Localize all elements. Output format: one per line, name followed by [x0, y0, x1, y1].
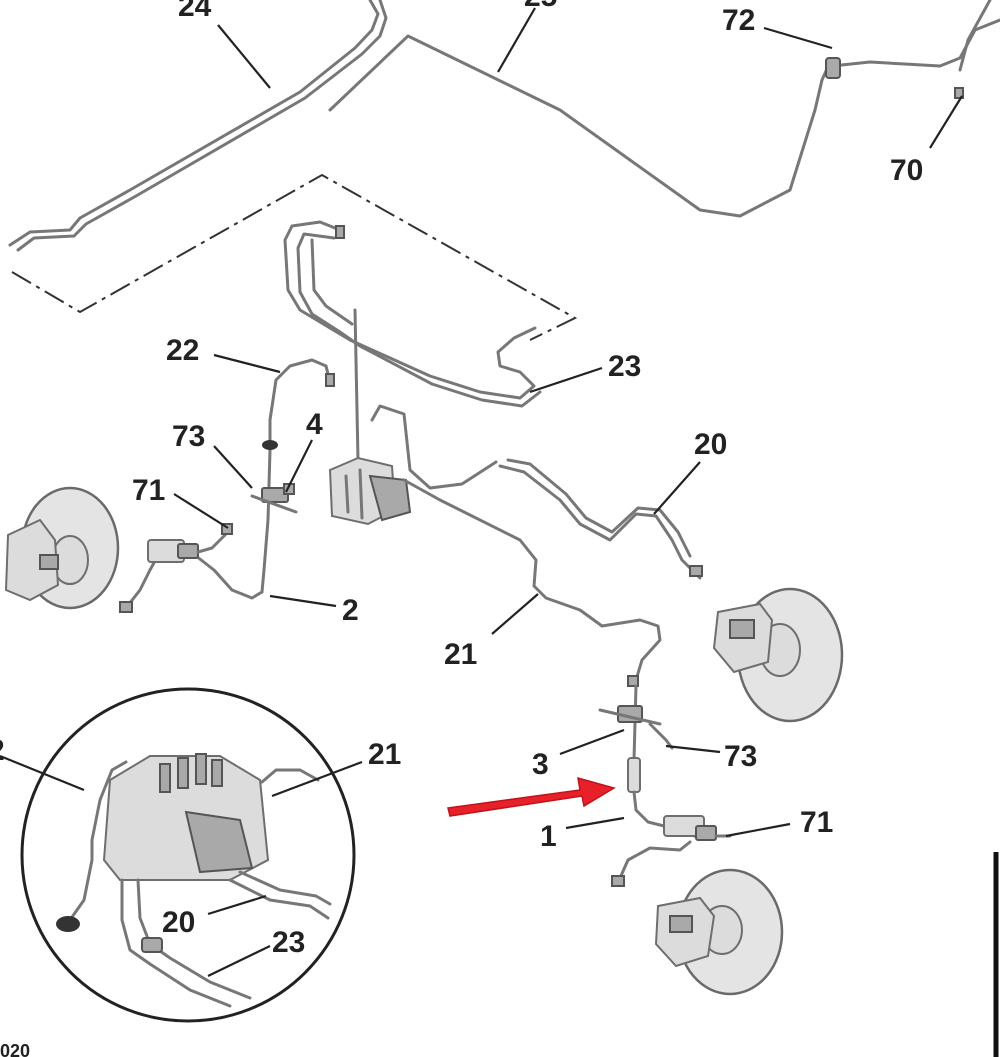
pipe-bundle-upper	[283, 220, 542, 462]
label-20-inset: 20	[162, 906, 195, 939]
rear-right-brake	[654, 868, 784, 996]
hose-71-right	[611, 815, 732, 887]
pointer-arrow-icon	[447, 776, 616, 817]
callout-labels: 24 25 72 70 22 23 73 4 71 2 20 21 3 73 1…	[0, 0, 923, 1057]
label-25: 25	[524, 0, 557, 13]
dashed-outline	[11, 173, 578, 341]
abs-module-icon	[328, 456, 412, 526]
pipe-25	[328, 0, 1000, 218]
pipe-20	[370, 404, 703, 580]
label-73: 73	[172, 420, 205, 453]
label-2: 2	[342, 594, 359, 627]
label-21: 21	[444, 638, 477, 671]
label-23-inset: 23	[272, 926, 305, 959]
label-23: 23	[608, 350, 641, 383]
leader-lines	[0, 7, 963, 977]
bracket-right	[598, 675, 696, 838]
detail-inset	[20, 687, 356, 1023]
label-72: 72	[722, 4, 755, 37]
figure-code: 020	[0, 1041, 30, 1057]
label-71: 71	[132, 474, 165, 507]
label-22: 22	[166, 334, 199, 367]
hose-2	[119, 523, 264, 613]
pipe-21	[402, 478, 662, 682]
pipe-22	[260, 358, 335, 594]
front-left-brake	[4, 486, 120, 610]
pipe-24	[8, 0, 388, 252]
label-71-right: 71	[800, 806, 833, 839]
label-73-right: 73	[724, 740, 757, 773]
bracket-left	[250, 440, 298, 514]
front-right-brake	[712, 587, 844, 723]
label-2-inset: 2	[0, 734, 5, 767]
label-1: 1	[540, 820, 557, 853]
label-24: 24	[178, 0, 212, 23]
label-21-inset: 21	[368, 738, 401, 771]
label-3: 3	[532, 748, 549, 781]
label-4: 4	[306, 408, 323, 441]
caliper-icon	[4, 518, 60, 602]
label-70: 70	[890, 154, 923, 187]
label-20: 20	[694, 428, 727, 461]
